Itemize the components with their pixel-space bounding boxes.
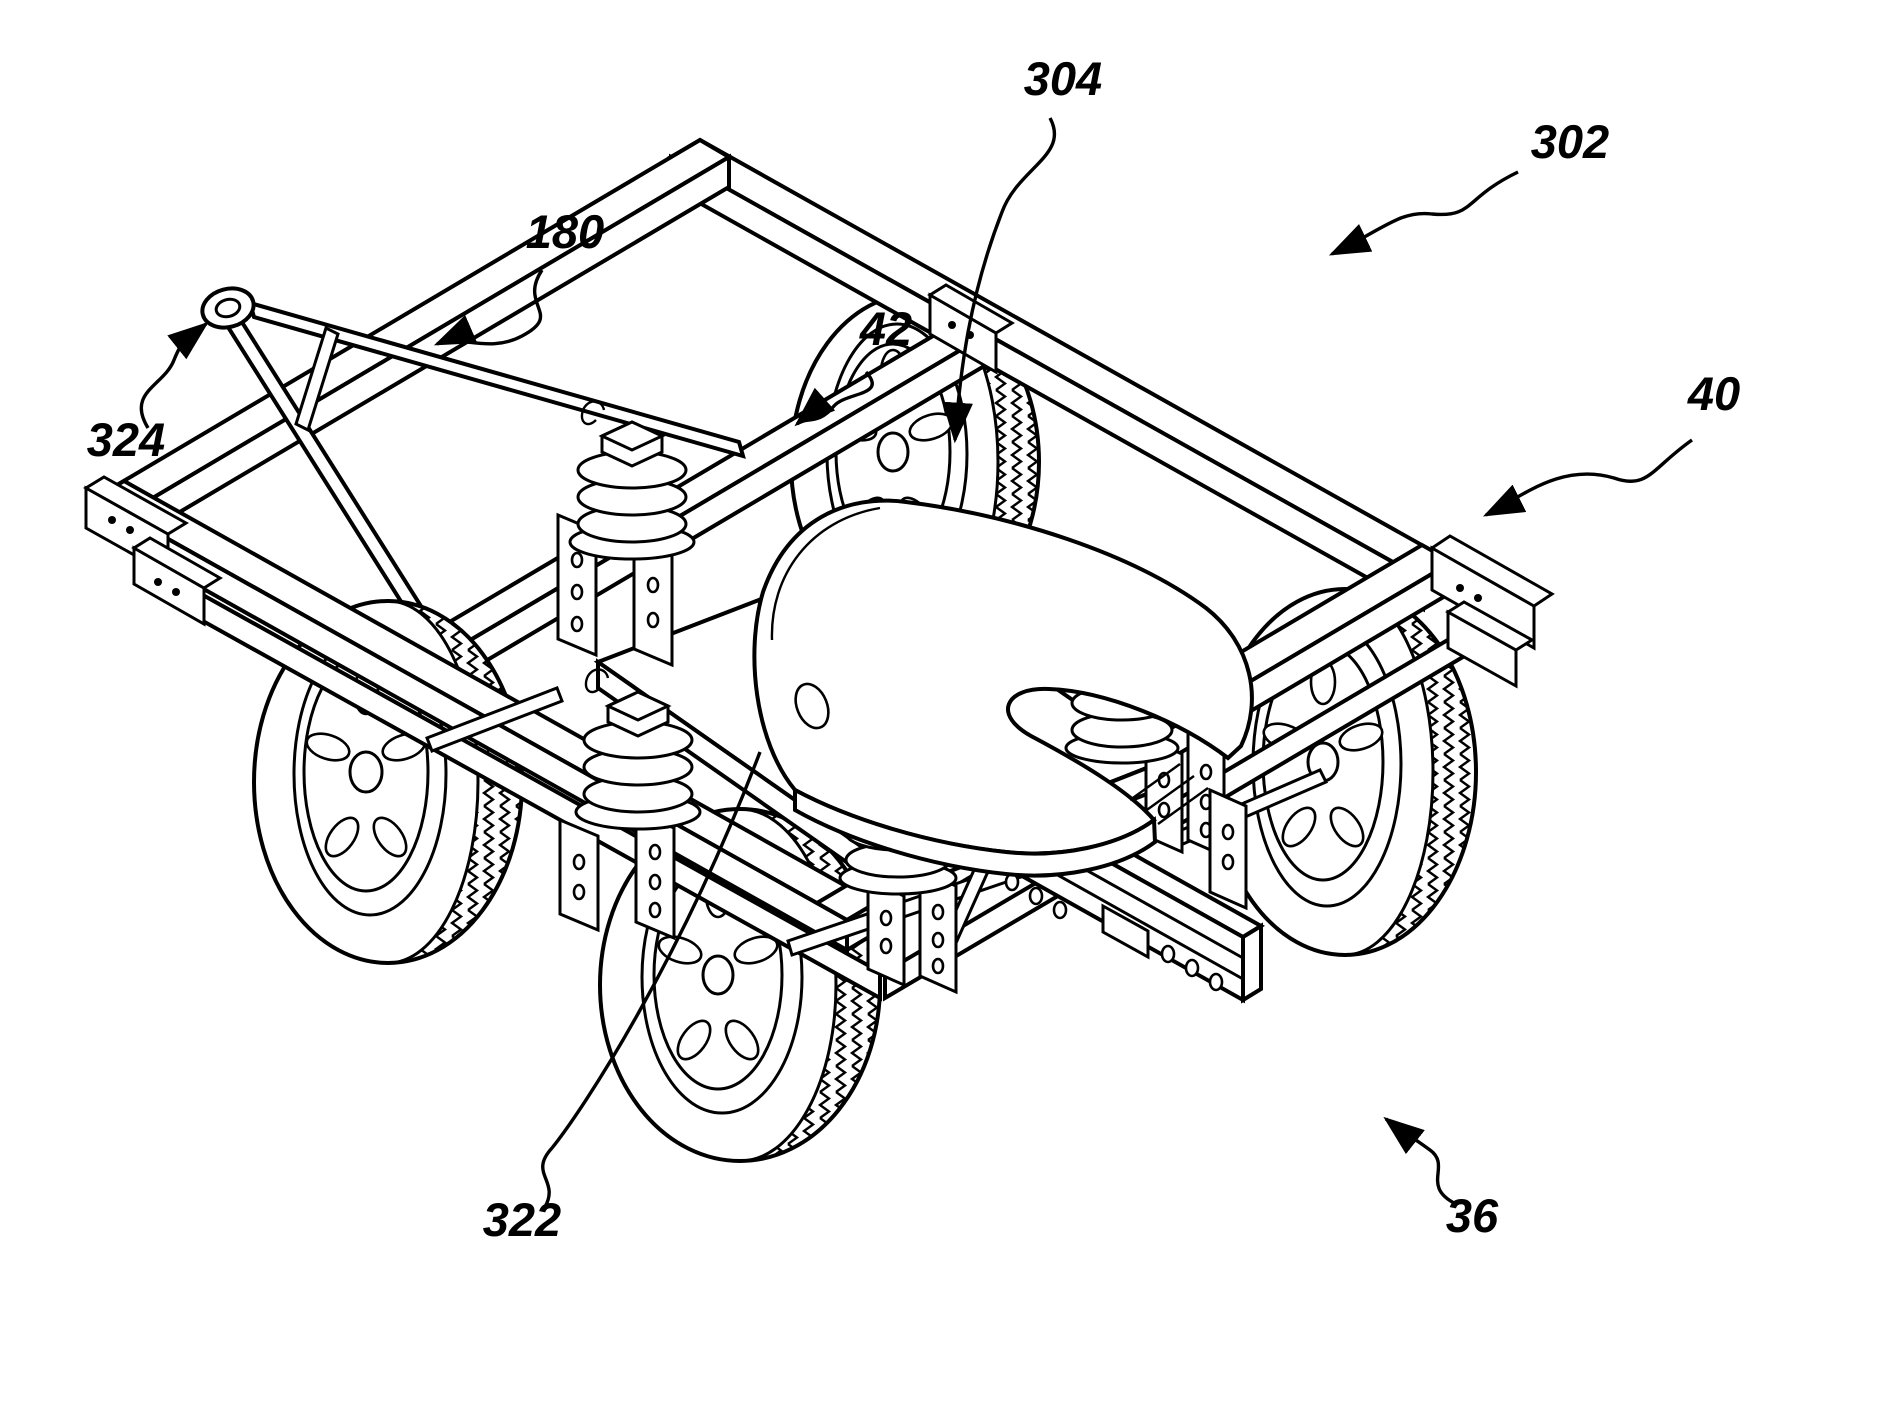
leader-line-180 xyxy=(433,269,544,346)
reference-label-304: 304 xyxy=(1024,52,1102,105)
reference-label-324: 324 xyxy=(87,413,165,466)
leader-line-324 xyxy=(139,321,209,429)
hitch-bolt-hole xyxy=(794,682,830,730)
leader-line-42 xyxy=(794,370,874,427)
reference-label-42: 42 xyxy=(859,302,912,355)
reference-label-36: 36 xyxy=(1446,1189,1499,1242)
leader-line-302 xyxy=(1328,170,1519,256)
bumper-plate xyxy=(1101,903,1150,960)
fifth-wheel-hitch xyxy=(752,498,1254,878)
leader-line-322 xyxy=(541,751,762,1208)
leader-line-40 xyxy=(1482,438,1693,517)
reference-label-40: 40 xyxy=(1687,367,1740,420)
reference-labels: 304 302 180 42 40 324 322 36 xyxy=(87,52,1740,1246)
tow-bar-strut xyxy=(294,325,340,433)
reference-label-302: 302 xyxy=(1531,115,1609,168)
suspension-front-near xyxy=(558,668,702,941)
frame-far-rails xyxy=(91,137,1457,718)
reference-label-180: 180 xyxy=(526,205,604,258)
reference-label-322: 322 xyxy=(483,1193,561,1246)
leader-line-304 xyxy=(942,117,1057,444)
frame-rail-top-right xyxy=(666,137,1457,582)
leader-line-36 xyxy=(1383,1116,1457,1206)
suspension-front-far xyxy=(556,400,696,668)
